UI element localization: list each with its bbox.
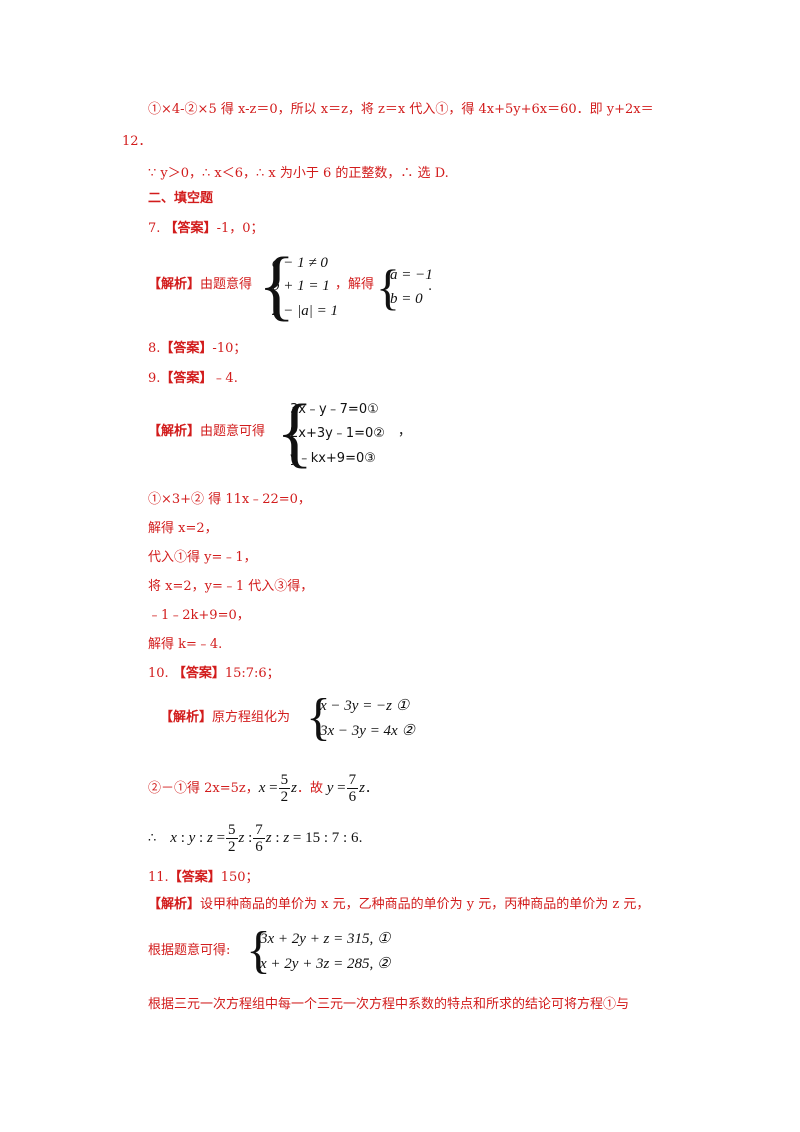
q9-step-3: 代入①得 y=﹣1， — [148, 550, 257, 565]
q8-answer-line: 8.【答案】-10； — [148, 340, 246, 358]
q9-analysis-line: 【解析】由题意可得 — [148, 423, 265, 441]
q10-answer-tag: 【答案】 — [172, 666, 225, 681]
q11-final-line: 根据三元一次方程组中每一个三元一次方程中系数的特点和所求的结论可将方程①与 — [148, 997, 630, 1012]
q10-eq-2: 3x − 3y = 4x ② — [320, 723, 415, 739]
q10-ratio-end: = 15 : 7 : 6 — [292, 830, 359, 846]
q11-answer-tag: 【答案】 — [168, 870, 221, 885]
q9-step-5: ﹣1﹣2k+9=0， — [148, 608, 250, 623]
q11-analysis-tag: 【解析】 — [148, 897, 201, 912]
q7-solution-brace: { — [376, 259, 400, 315]
q7-eq-1: a − 1 ≠ 0 — [272, 255, 328, 271]
q10-x-eq: x = — [258, 780, 278, 796]
q10-ratio-z: z : z — [265, 830, 293, 846]
q10-eq-1: x − 3y = −z ① — [320, 698, 410, 714]
q7-sol-2: b = 0 — [390, 291, 423, 307]
q10-z-var: z — [291, 780, 297, 796]
q10-ratio-mid: z : — [238, 830, 253, 846]
q10-number: 10. — [148, 666, 173, 681]
q10-z-var-2: z — [359, 780, 365, 796]
q9-answer-line: 9.【答案】﹣4. — [148, 370, 238, 388]
section-title: 二、填空题 — [148, 191, 214, 206]
therefore-symbol: ∴ — [148, 831, 157, 846]
q10-ratio-start: x : y : z = — [170, 830, 226, 846]
q11-analysis-text: 设甲种商品的单价为 x 元，乙种商品的单价为 y 元，丙种商品的单价为 z 元， — [200, 897, 650, 912]
q10-step-b: ．故 — [296, 781, 323, 796]
q7-analysis-text: 由题意得 — [200, 277, 253, 292]
q7-answer-line: 7. 【答案】-1，0； — [148, 220, 264, 238]
q9-comma: ， — [398, 424, 412, 439]
line-2: 12． — [122, 134, 152, 149]
q9-step-2: 解得 x=2， — [148, 521, 218, 536]
q7-analysis-line: 【解析】由题意得 — [148, 276, 252, 294]
q7-sol-1: a = −1 — [390, 267, 433, 283]
q10-analysis-text: 原方程组化为 — [212, 710, 291, 725]
q10-step-c: ． — [364, 781, 378, 796]
q7-eq-3: 2 − |a| = 1 — [272, 303, 338, 319]
q10-step-a: ②－①得 2x=5z， — [148, 781, 259, 796]
q11-system-brace: { — [246, 922, 271, 979]
q9-analysis-tag: 【解析】 — [148, 424, 201, 439]
q7-answer: -1，0； — [216, 221, 264, 236]
q10-answer: 15:7:6； — [224, 666, 280, 681]
q11-answer: 150； — [220, 870, 259, 885]
q7-system-brace: { — [258, 241, 296, 328]
q7-eq-2: b + 1 = 1 — [272, 278, 330, 294]
q11-eq-1: 3x + 2y + z = 315, ① — [260, 931, 391, 947]
q8-number: 8. — [148, 341, 161, 356]
q11-eq-2: x + 2y + 3z = 285, ② — [260, 956, 391, 972]
q9-step-6: 解得 k=﹣4. — [148, 637, 223, 652]
q7-analysis-tag: 【解析】 — [148, 277, 201, 292]
q10-y-eq: y = — [323, 780, 346, 796]
q7-solve-text: ，解得 — [335, 277, 375, 292]
line-1: ①×4-②×5 得 x-z＝0，所以 x＝z，将 z＝x 代入①，得 4x+5y… — [148, 102, 654, 117]
q11-analysis-line: 【解析】设甲种商品的单价为 x 元，乙种商品的单价为 y 元，丙种商品的单价为 … — [148, 896, 649, 914]
q10-analysis-line: 【解析】原方程组化为 — [160, 709, 290, 727]
q9-analysis-text: 由题意可得 — [200, 424, 266, 439]
q7-answer-tag: 【答案】 — [164, 221, 217, 236]
q9-step-4: 将 x=2，y=﹣1 代入③得， — [148, 579, 314, 594]
q7-period: . — [428, 279, 433, 294]
line-3: ∵ y＞0，∴ x＜6，∴ x 为小于 6 的正整数，∴ 选 D. — [148, 166, 449, 181]
q9-eq-2: 2x+3y﹣1=0② — [290, 426, 385, 441]
q11-number: 11. — [148, 870, 169, 885]
q9-eq-3: y﹣kx+9=0③ — [290, 451, 376, 466]
q9-system-brace: { — [276, 388, 314, 475]
q8-answer-tag: 【答案】 — [160, 341, 213, 356]
q7-number: 7. — [148, 221, 165, 236]
q9-eq-1: 3x﹣y﹣7=0① — [290, 402, 379, 417]
q11-setup-text: 根据题意可得: — [148, 943, 231, 958]
q11-answer-line: 11.【答案】150； — [148, 869, 259, 887]
q10-answer-line: 10. 【答案】15:7:6； — [148, 665, 280, 683]
q8-answer: -10； — [212, 341, 247, 356]
q9-step-1: ①×3+② 得 11x﹣22=0， — [148, 492, 311, 507]
q10-analysis-tag: 【解析】 — [160, 710, 213, 725]
q9-answer: ﹣4. — [212, 371, 238, 386]
q10-system-brace: { — [306, 689, 331, 746]
q9-number: 9. — [148, 371, 161, 386]
q9-answer-tag: 【答案】 — [160, 371, 213, 386]
